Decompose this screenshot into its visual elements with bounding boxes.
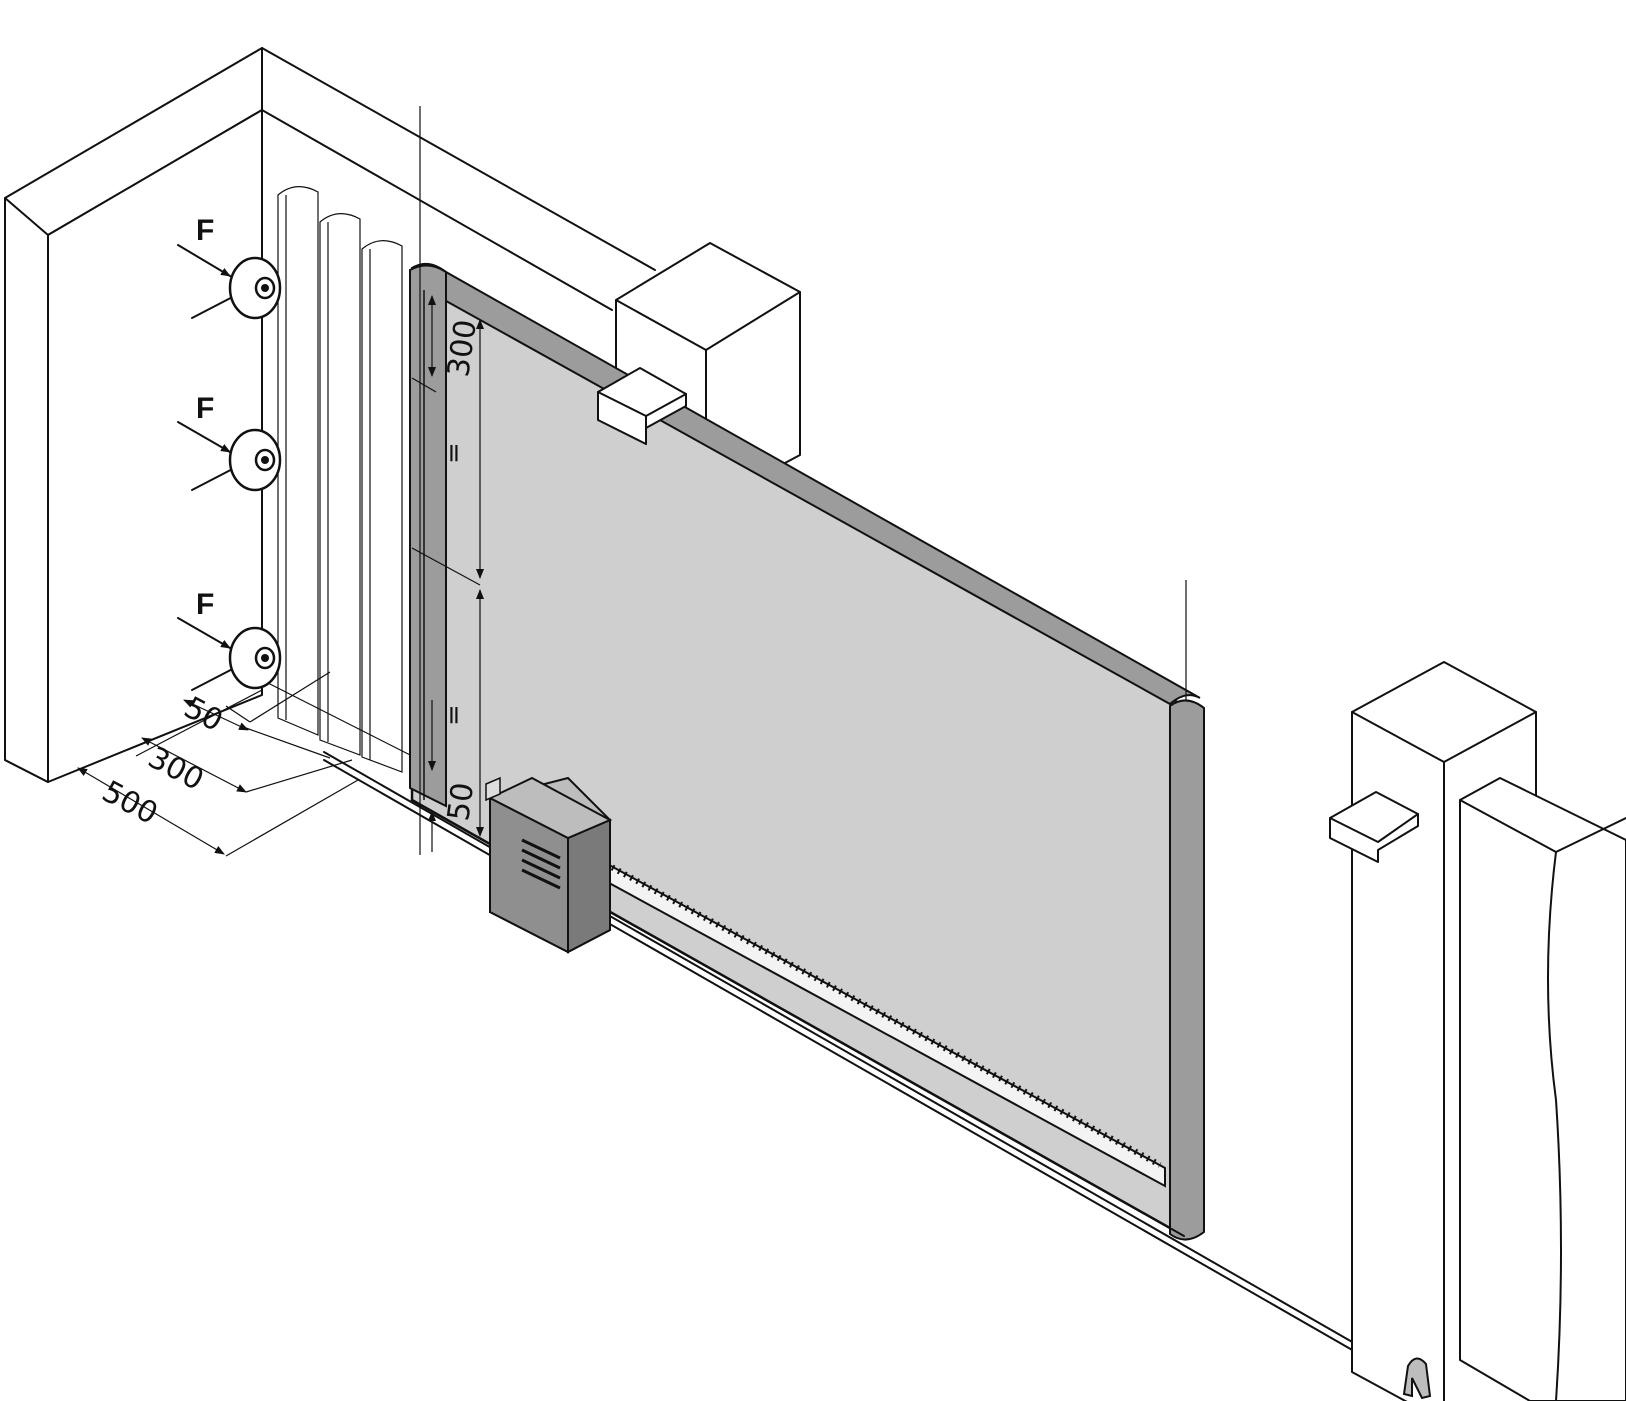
wall-side-face (4, 197, 49, 783)
gate-top-rail (411, 262, 1201, 706)
force-label-top: F (196, 214, 214, 247)
wall-base-line (261, 679, 421, 761)
gate-stop-bracket (1329, 791, 1419, 863)
gate-ghost-positions (277, 186, 403, 773)
gate-right-post (1169, 699, 1205, 1241)
gate-dimensions: 300 = = 50 (411, 106, 1187, 855)
right-pillar-front (1459, 777, 1626, 1401)
force-arrow-icon (177, 421, 231, 453)
sliding-gate (409, 262, 1205, 1241)
gate-motor (485, 776, 613, 954)
wall-anchor-middle: F (177, 392, 282, 492)
dim-floor-500: 500 (96, 774, 163, 832)
wall-anchor-bottom: F (177, 588, 282, 691)
dim-floor-300: 300 (142, 740, 209, 798)
force-label-bottom: F (196, 588, 214, 621)
roller-guide-icon (597, 367, 687, 445)
motor-side-face (567, 818, 611, 954)
gate-left-post (409, 264, 447, 808)
wall-anchor-top: F (177, 214, 282, 320)
force-arrow-icon (177, 617, 231, 649)
dim-equal-lower: = (439, 704, 469, 726)
force-label-middle: F (196, 392, 214, 425)
wall-top-edge (261, 47, 656, 271)
vent-grille-icon (521, 838, 561, 890)
left-wall (4, 47, 656, 783)
wall-inner-edge (261, 109, 613, 311)
force-arrow-icon (177, 244, 231, 277)
gear-rack-teeth (604, 861, 1162, 1168)
dim-bottom-offset: 50 (441, 780, 481, 823)
rail-end-stop (1402, 1357, 1432, 1400)
dim-equal-upper: = (439, 442, 469, 464)
